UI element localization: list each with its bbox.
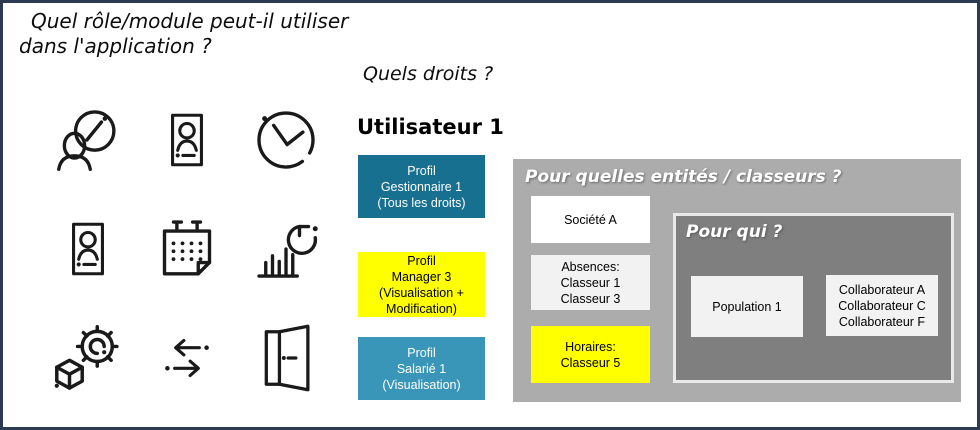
entities-panel-heading: Pour quelles entités / classeurs ? xyxy=(525,167,842,187)
profile-manager-box: Profil Manager 3 (Visualisation + Modifi… xyxy=(358,252,485,317)
who-population-box: Population 1 xyxy=(691,276,803,337)
clock-icon xyxy=(250,104,322,176)
gear-cube-icon xyxy=(51,321,125,395)
user-search-icon xyxy=(52,104,124,176)
calendar-icon xyxy=(150,213,224,285)
entities-panel: Pour quelles entités / classeurs ? Socié… xyxy=(513,159,961,402)
chart-refresh-icon xyxy=(249,213,323,285)
entity-societe-box: Société A xyxy=(531,196,650,243)
entity-absences-box: Absences: Classeur 1 Classeur 3 xyxy=(531,255,650,310)
open-door-icon xyxy=(251,321,321,395)
who-panel: Pour qui ? Population 1 Collaborateur A … xyxy=(673,213,954,383)
id-badge-icon xyxy=(55,213,121,285)
rights-heading: Quels droits ? xyxy=(363,63,494,85)
transfer-arrows-icon xyxy=(154,325,220,391)
profile-salarie-box: Profil Salarié 1 (Visualisation) xyxy=(358,337,485,400)
module-icon-grid xyxy=(39,85,335,413)
id-card-icon xyxy=(154,104,220,176)
entity-horaires-box: Horaires: Classeur 5 xyxy=(531,326,650,383)
who-panel-heading: Pour qui ? xyxy=(686,222,783,242)
profile-gestionnaire-box: Profil Gestionnaire 1 (Tous les droits) xyxy=(358,155,485,218)
user-title: Utilisateur 1 xyxy=(357,115,504,139)
who-collaborateurs-box: Collaborateur A Collaborateur C Collabor… xyxy=(826,275,938,336)
page-title: Quel rôle/module peut-il utiliser dans l… xyxy=(19,9,349,58)
